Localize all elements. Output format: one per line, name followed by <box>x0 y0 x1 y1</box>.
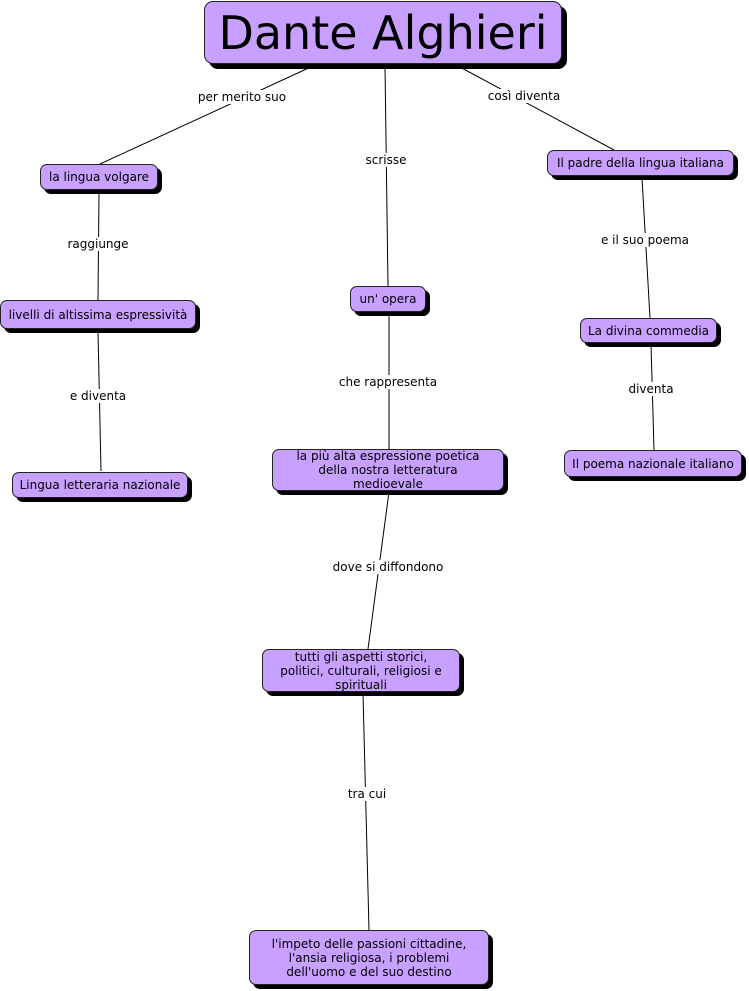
concept-espressione-poetica[interactable]: la più alta espressione poetica della no… <box>272 449 504 491</box>
link-label-diventa: diventa <box>625 382 677 396</box>
link-label-e-il-suo-poema: e il suo poema <box>597 233 693 247</box>
concept-title-dante-alghieri[interactable]: Dante Alghieri <box>204 1 562 64</box>
connector-line <box>641 177 651 319</box>
concept-divina-commedia[interactable]: La divina commedia <box>580 318 717 343</box>
concept-livelli-espressivita[interactable]: livelli di altissima espressività <box>0 300 196 329</box>
link-label-scrisse: scrisse <box>362 153 410 167</box>
connector-line <box>650 343 655 451</box>
concept-padre-lingua[interactable]: Il padre della lingua italiana <box>547 150 734 176</box>
connector-line <box>457 65 615 151</box>
concept-impeto[interactable]: l'impeto delle passioni cittadine, l'ans… <box>249 930 489 985</box>
link-label-dove-si-diffondono: dove si diffondono <box>329 560 447 574</box>
link-label-cosi-diventa: così diventa <box>484 89 564 103</box>
connector-line <box>384 65 389 287</box>
link-label-e-diventa: e diventa <box>66 389 130 403</box>
connector-line <box>362 693 370 931</box>
concept-lingua-letteraria[interactable]: Lingua letteraria nazionale <box>12 472 188 498</box>
link-label-tra-cui: tra cui <box>344 787 390 801</box>
concept-opera[interactable]: un' opera <box>350 286 426 312</box>
concept-poema-nazionale[interactable]: Il poema nazionale italiano <box>564 450 742 477</box>
concept-lingua-volgare[interactable]: la lingua volgare <box>40 164 158 190</box>
link-label-per-merito-suo: per merito suo <box>194 90 290 104</box>
link-label-raggiunge: raggiunge <box>64 237 132 251</box>
concept-aspetti[interactable]: tutti gli aspetti storici, politici, cul… <box>262 649 460 692</box>
link-label-che-rappresenta: che rappresenta <box>335 375 441 389</box>
connector-line <box>99 65 314 165</box>
